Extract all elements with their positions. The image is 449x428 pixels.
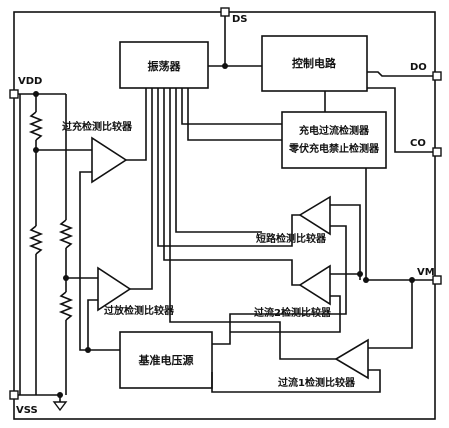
chip-outline (13, 11, 436, 420)
overdischarge-comparator (97, 266, 132, 312)
detector-label-2: 零伏充电禁止检测器 (288, 142, 380, 155)
short-comparator (298, 195, 331, 236)
control-block (261, 35, 368, 92)
pin-label-do: DO (410, 62, 427, 73)
detector-block (281, 111, 387, 169)
overcurrent1-comparator-label: 过流1检测比较器 (278, 376, 356, 389)
pin-label-vdd: VDD (18, 76, 42, 87)
pin-label-vm: VM (417, 267, 435, 278)
pin-do (432, 71, 442, 81)
pin-label-ds: DS (232, 14, 248, 25)
pin-label-co: CO (410, 138, 426, 149)
pin-vm (432, 275, 442, 285)
pin-vss (9, 390, 19, 400)
control-label: 控制电路 (292, 56, 337, 70)
reference-block (119, 331, 213, 389)
overcharge-comparator (91, 136, 128, 184)
overcurrent2-comparator (298, 264, 331, 306)
detector-label-1: 充电过流检测器 (299, 124, 370, 137)
ground-icon (52, 401, 68, 412)
pin-co (432, 147, 442, 157)
pin-label-vss: VSS (16, 405, 38, 416)
pin-ds (220, 7, 230, 17)
short-comparator-label: 短路检测比较器 (256, 232, 327, 245)
pin-vdd (9, 89, 19, 99)
reference-label: 基准电压源 (138, 353, 194, 367)
overcurrent2-comparator-label: 过流2检测比较器 (254, 306, 332, 319)
oscillator-label: 振荡器 (148, 59, 182, 73)
overdischarge-comparator-label: 过放检测比较器 (104, 304, 175, 317)
overcurrent1-comparator (334, 338, 369, 380)
overcharge-comparator-label: 过充检测比较器 (62, 120, 133, 133)
